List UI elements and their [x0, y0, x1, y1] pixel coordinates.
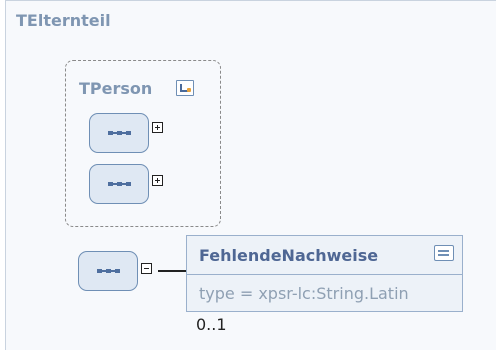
minus-icon[interactable] [141, 263, 152, 274]
sequence-compositor-3[interactable] [78, 251, 138, 291]
documentation-icon [434, 245, 454, 261]
complex-type-icon [176, 80, 194, 96]
tperson-group: TPerson [65, 60, 221, 227]
plus-icon[interactable] [152, 175, 163, 186]
sequence-compositor-2[interactable] [89, 164, 149, 204]
element-name: FehlendeNachweise [199, 246, 379, 265]
element-header: FehlendeNachweise [187, 236, 462, 275]
element-type: type = xpsr-lc:String.Latin [199, 284, 409, 303]
sequence-icon [107, 131, 131, 135]
element-fehlendenachweise[interactable]: FehlendeNachweise type = xpsr-lc:String.… [186, 235, 463, 312]
panel-title: TElternteil [16, 11, 111, 30]
sequence-icon [96, 269, 120, 273]
sequence-compositor-1[interactable] [89, 113, 149, 153]
cardinality-label: 0..1 [196, 315, 227, 334]
plus-icon[interactable] [152, 122, 163, 133]
group-title: TPerson [79, 79, 153, 98]
sequence-icon [107, 182, 131, 186]
connector-line [158, 270, 186, 272]
